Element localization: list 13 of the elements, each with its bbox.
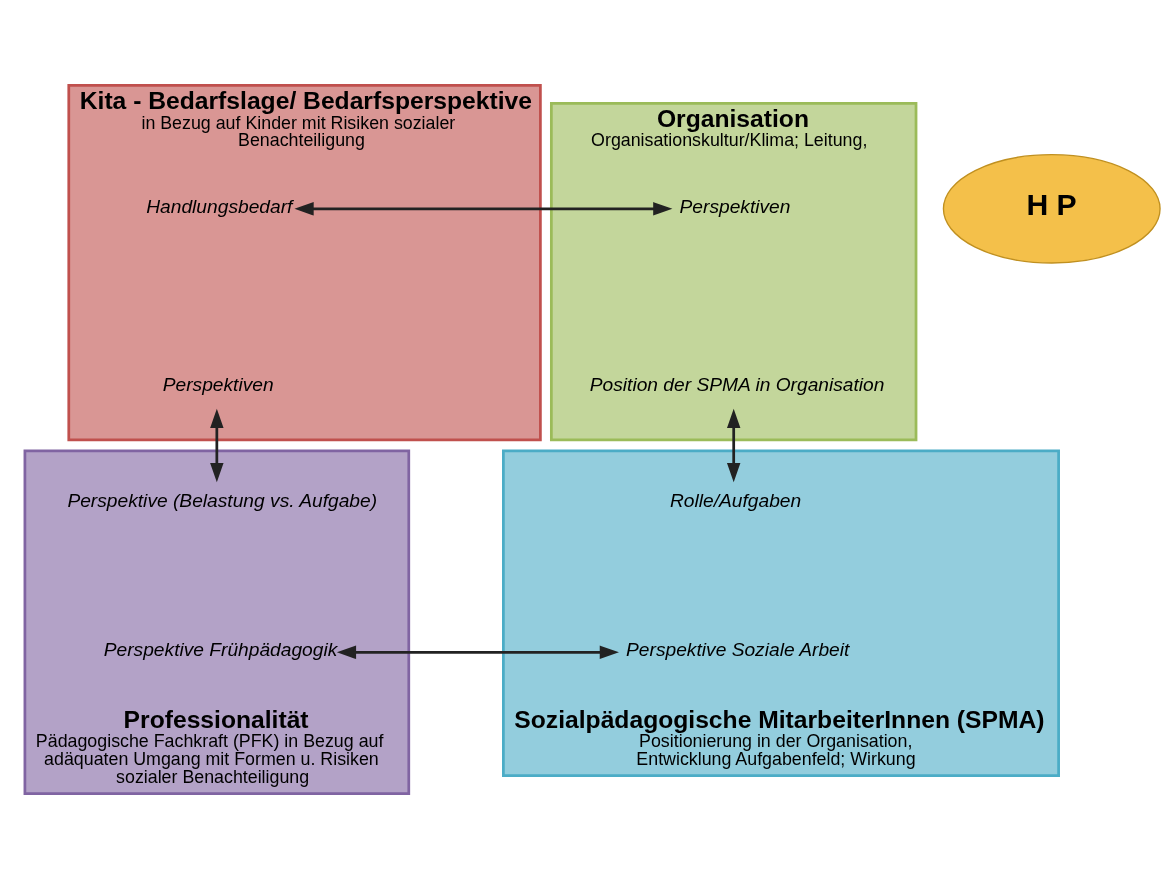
- node-text: Perspektive (Belastung vs. Aufgabe): [67, 489, 378, 511]
- node-ellipse: H P: [942, 154, 1161, 264]
- node-text: Perspektive Frühpädagogik: [103, 639, 338, 661]
- node-text: Handlungsbedarf: [146, 195, 293, 217]
- arrow: [336, 645, 619, 660]
- node-text: Perspektiven: [679, 195, 791, 217]
- node-text: Perspektive Soziale Arbeit: [626, 639, 850, 661]
- arrow: [294, 202, 673, 216]
- node-text: Perspektiven: [162, 374, 274, 396]
- node-text: Rolle/Aufgaben: [669, 489, 802, 511]
- arrow: [726, 408, 741, 483]
- node-text: Position der SPMA in Organisation: [589, 374, 885, 396]
- arrow: [210, 408, 224, 483]
